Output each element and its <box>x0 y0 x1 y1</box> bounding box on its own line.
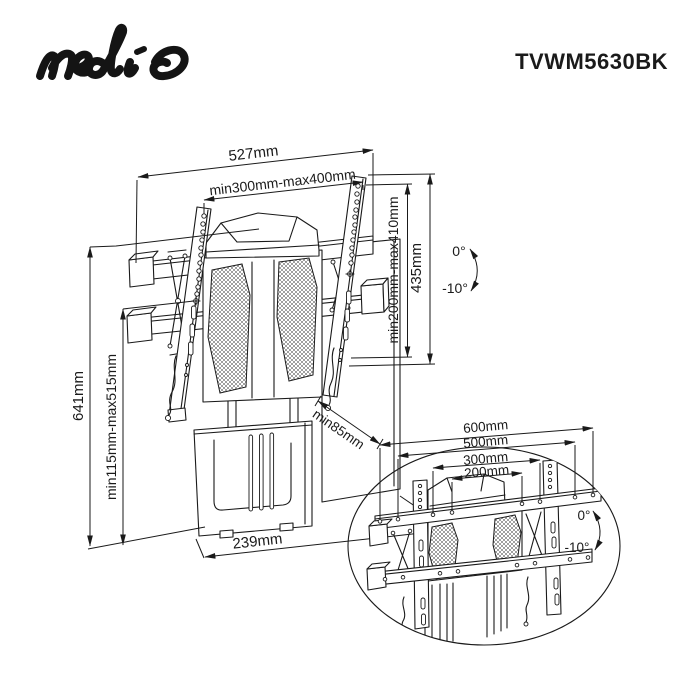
svg-text:min115mm-max515mm: min115mm-max515mm <box>103 354 119 500</box>
dimension-rail-width: 527mm <box>135 142 374 264</box>
svg-text:527mm: 527mm <box>228 142 280 165</box>
left-vesa-arm <box>167 206 212 423</box>
dimension-vesa-height: min200mm-max410mm <box>350 183 413 359</box>
inset-tilt-up-label: 0° <box>578 508 591 523</box>
svg-text:min300mm-max400mm: min300mm-max400mm <box>208 166 356 199</box>
svg-text:300mm: 300mm <box>463 449 509 468</box>
dimension-height-adjust: min115mm-max515mm <box>103 300 195 546</box>
lift-column <box>227 396 299 431</box>
inset-dimension-200: 200mm <box>451 462 523 511</box>
inset-tilt-indicator: 0° -10° <box>565 508 603 555</box>
tilt-angle-indicator: 0° -10° <box>442 243 479 296</box>
dimension-bracket-height: 435mm <box>348 173 436 367</box>
svg-text:239mm: 239mm <box>232 530 284 552</box>
inset-tilt-down-label: -10° <box>565 540 590 555</box>
inset-drawing <box>366 459 602 644</box>
inset-tilt-arc-icon <box>592 510 603 551</box>
svg-text:min200mm-max410mm: min200mm-max410mm <box>385 196 401 343</box>
svg-text:641mm: 641mm <box>70 371 87 421</box>
inset-dimension-300: 300mm <box>432 449 541 513</box>
nedis-logo: nedis <box>36 23 189 81</box>
base-plate <box>193 420 313 539</box>
inset-diagram: 600mm 500mm 300mm 200mm 0° -10° <box>347 417 621 646</box>
left-pull-strap <box>164 355 177 422</box>
svg-text:600mm: 600mm <box>463 417 509 436</box>
svg-text:200mm: 200mm <box>464 462 510 481</box>
dimension-total-height: 641mm <box>70 228 260 550</box>
svg-text:435mm: 435mm <box>408 243 425 293</box>
tilt-arc-icon <box>469 248 479 292</box>
tilt-up-label: 0° <box>452 243 465 259</box>
svg-text:500mm: 500mm <box>463 432 509 451</box>
main-diagram: 527mm min300mm-max400mm min200mm-max410m… <box>70 142 479 559</box>
carriage-body <box>202 212 323 403</box>
inset-dimension-500: 500mm <box>397 432 576 517</box>
tilt-down-label: -10° <box>442 280 468 296</box>
dimension-vesa-width: min300mm-max400mm <box>203 166 364 214</box>
model-number: TVWM5630BK <box>515 49 668 74</box>
